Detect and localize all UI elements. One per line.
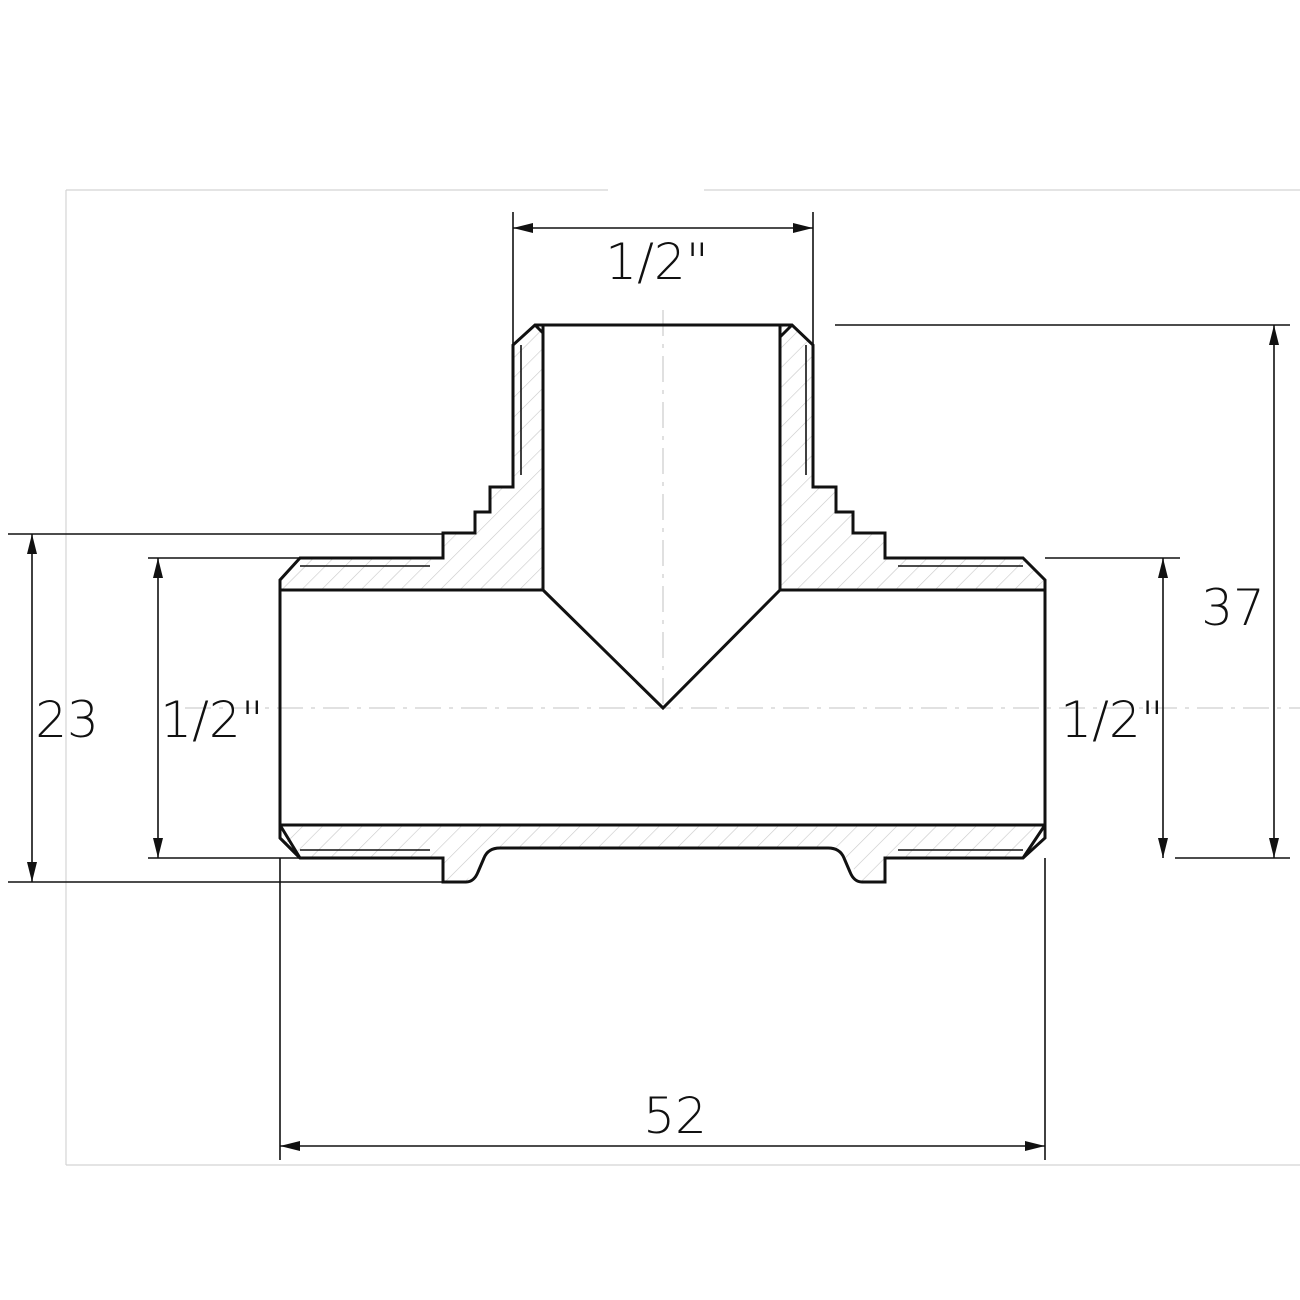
drawing-frame: [65, 189, 1300, 1166]
right-thread-label: 1/2": [1060, 691, 1163, 749]
dimension-labels: 1/2" 1/2" 1/2" 23 37 52: [35, 233, 1265, 1145]
tee-body-outline: [278, 323, 1047, 884]
left-thread-label: 1/2": [160, 691, 263, 749]
wall-section-hatching: [280, 325, 1045, 882]
center-axes: [185, 310, 1300, 709]
overall-length-label: 52: [643, 1087, 707, 1145]
left-height-label: 23: [35, 691, 99, 749]
extension-lines: [8, 212, 1290, 1160]
dimension-lines: [27, 223, 1279, 1151]
top-thread-label: 1/2": [605, 233, 708, 291]
right-height-label: 37: [1201, 579, 1265, 637]
